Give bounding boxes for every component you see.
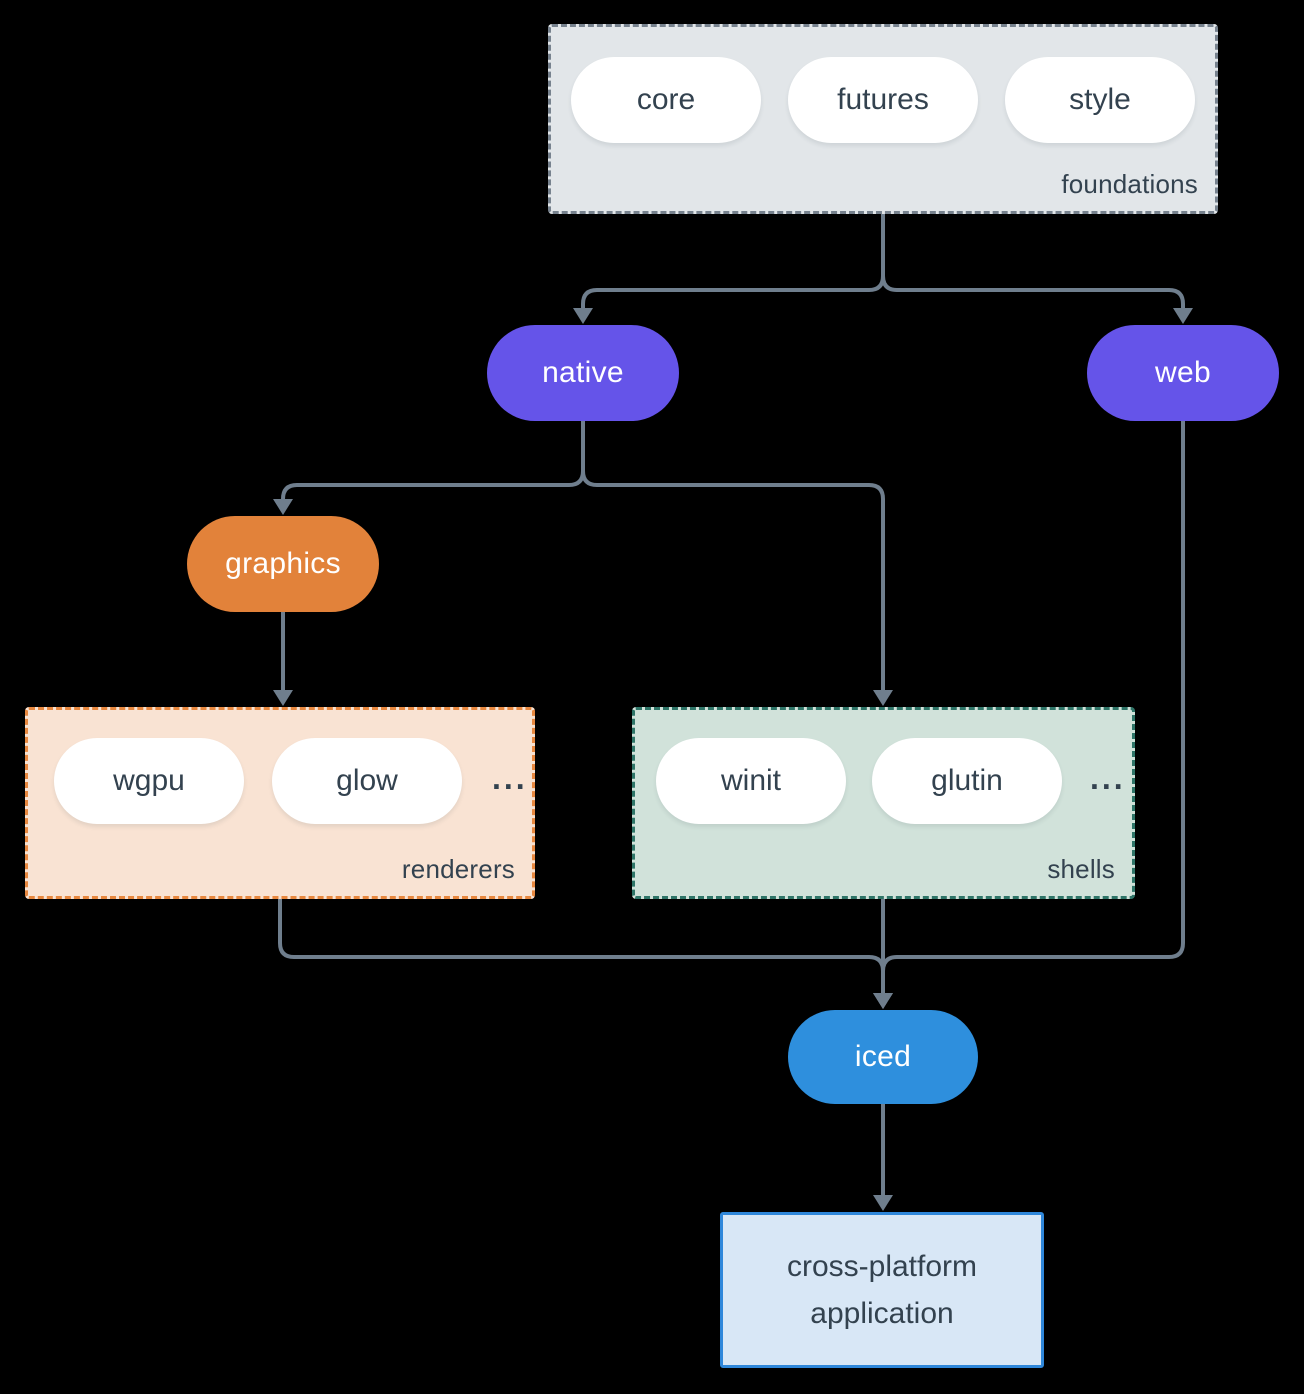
crate-pill-style: style [1005, 57, 1195, 143]
foundations-group-box: core futures style foundations [548, 24, 1218, 214]
edge-foundations-web [881, 214, 1193, 324]
shells-group-label: shells [1047, 854, 1115, 884]
edge-foundations-native [573, 214, 885, 324]
node-graphics: graphics [187, 516, 379, 612]
node-web: web [1087, 325, 1279, 421]
application-box: cross-platform application [720, 1212, 1044, 1368]
renderers-group-box: wgpu glow ... renderers [25, 707, 535, 899]
node-native: native [487, 325, 679, 421]
edge-native-shells [581, 421, 893, 706]
shells-group-box: winit glutin ... shells [632, 707, 1135, 899]
node-iced: iced [788, 1010, 978, 1104]
renderers-pill-row: wgpu glow ... [28, 710, 532, 824]
edge-renderers-iced [278, 899, 893, 1009]
crate-pill-winit: winit [656, 738, 846, 824]
shells-pill-row: winit glutin ... [635, 710, 1132, 824]
crate-pill-wgpu: wgpu [54, 738, 244, 824]
crate-pill-futures: futures [788, 57, 978, 143]
foundations-group-label: foundations [1061, 169, 1198, 199]
crate-pill-core: core [571, 57, 761, 143]
shells-ellipsis: ... [1090, 759, 1126, 796]
crate-pill-glutin: glutin [872, 738, 1062, 824]
edge-native-graphics [273, 421, 585, 515]
foundations-pill-row: core futures style [551, 27, 1215, 143]
renderers-group-label: renderers [401, 854, 515, 884]
renderers-ellipsis: ... [492, 759, 528, 796]
crate-pill-glow: glow [272, 738, 462, 824]
